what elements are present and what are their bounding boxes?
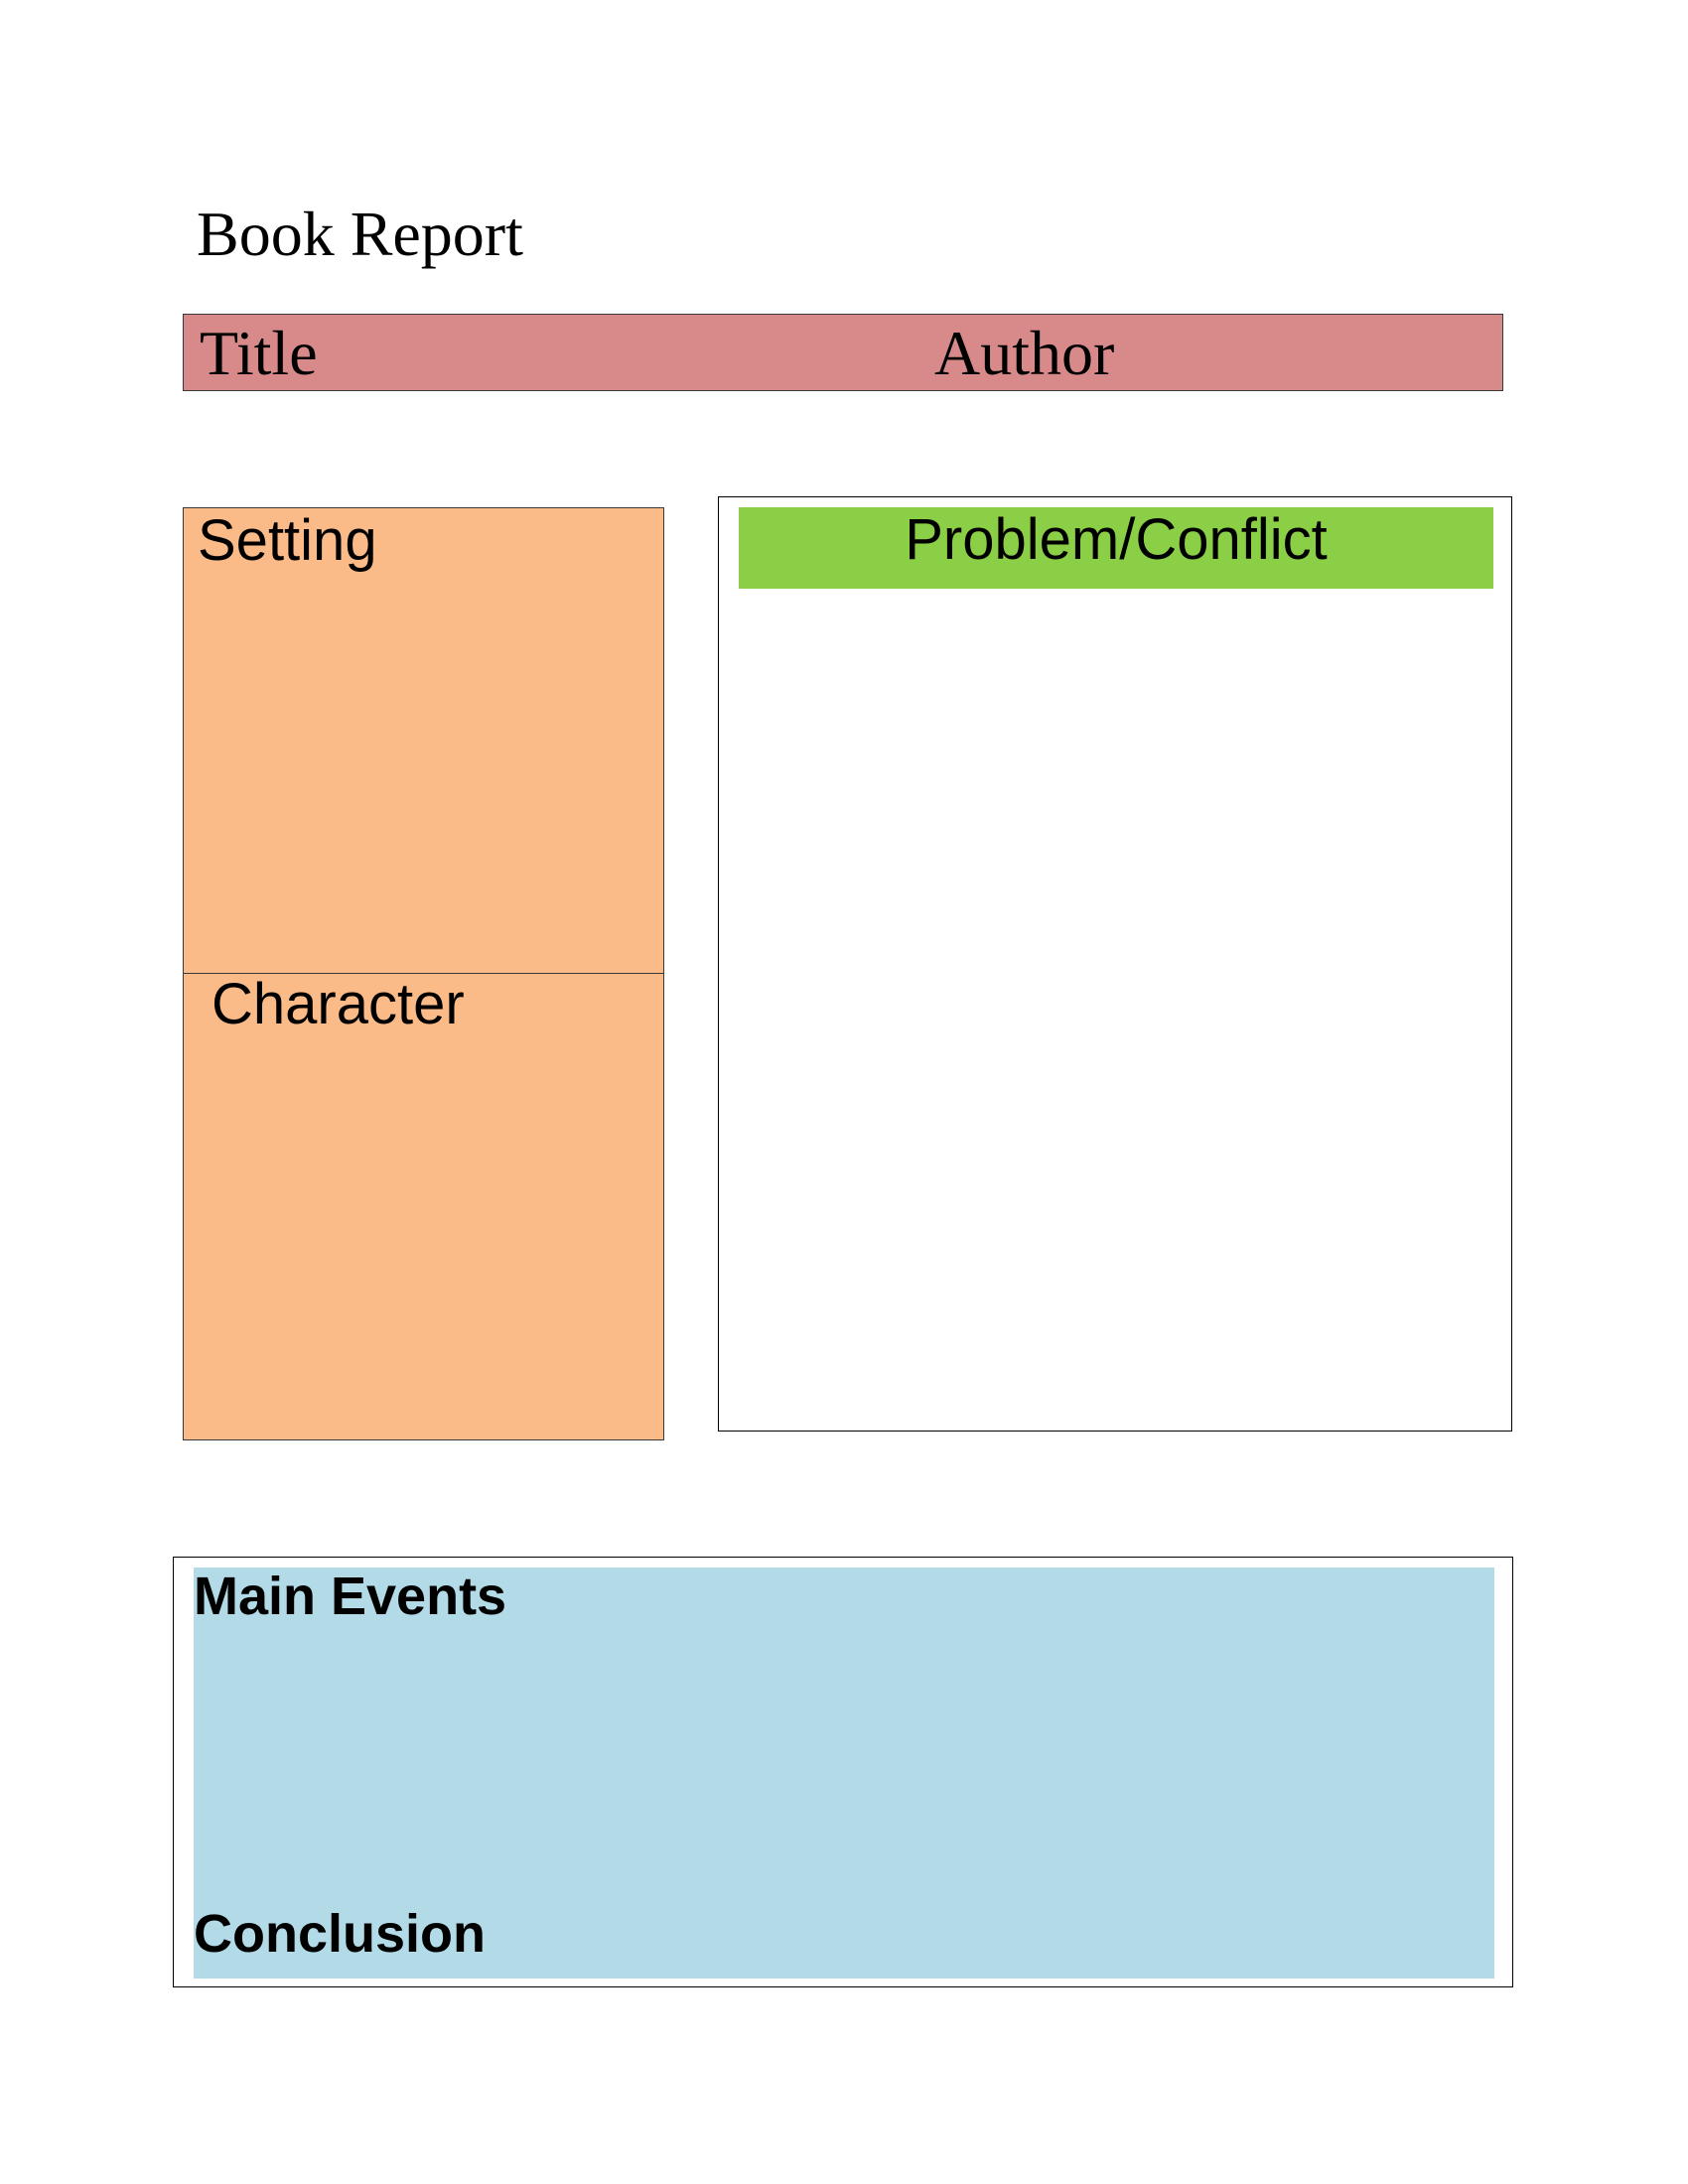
setting-label: Setting xyxy=(198,508,377,573)
main-events-label: Main Events xyxy=(194,1567,507,1626)
setting-box: Setting xyxy=(183,507,664,975)
title-label: Title xyxy=(200,318,318,388)
author-label: Author xyxy=(934,318,1115,388)
character-box: Character xyxy=(183,972,664,1440)
problem-conflict-label: Problem/Conflict xyxy=(905,507,1328,572)
problem-conflict-header: Problem/Conflict xyxy=(739,507,1493,589)
title-author-bar: Title Author xyxy=(183,314,1503,391)
main-events-box: Main Events Conclusion xyxy=(173,1557,1513,1987)
conclusion-label: Conclusion xyxy=(194,1904,486,1964)
page-title: Book Report xyxy=(197,199,523,269)
problem-conflict-box: Problem/Conflict xyxy=(718,496,1512,1432)
character-label: Character xyxy=(211,972,465,1036)
main-events-area: Main Events Conclusion xyxy=(194,1567,1494,1979)
